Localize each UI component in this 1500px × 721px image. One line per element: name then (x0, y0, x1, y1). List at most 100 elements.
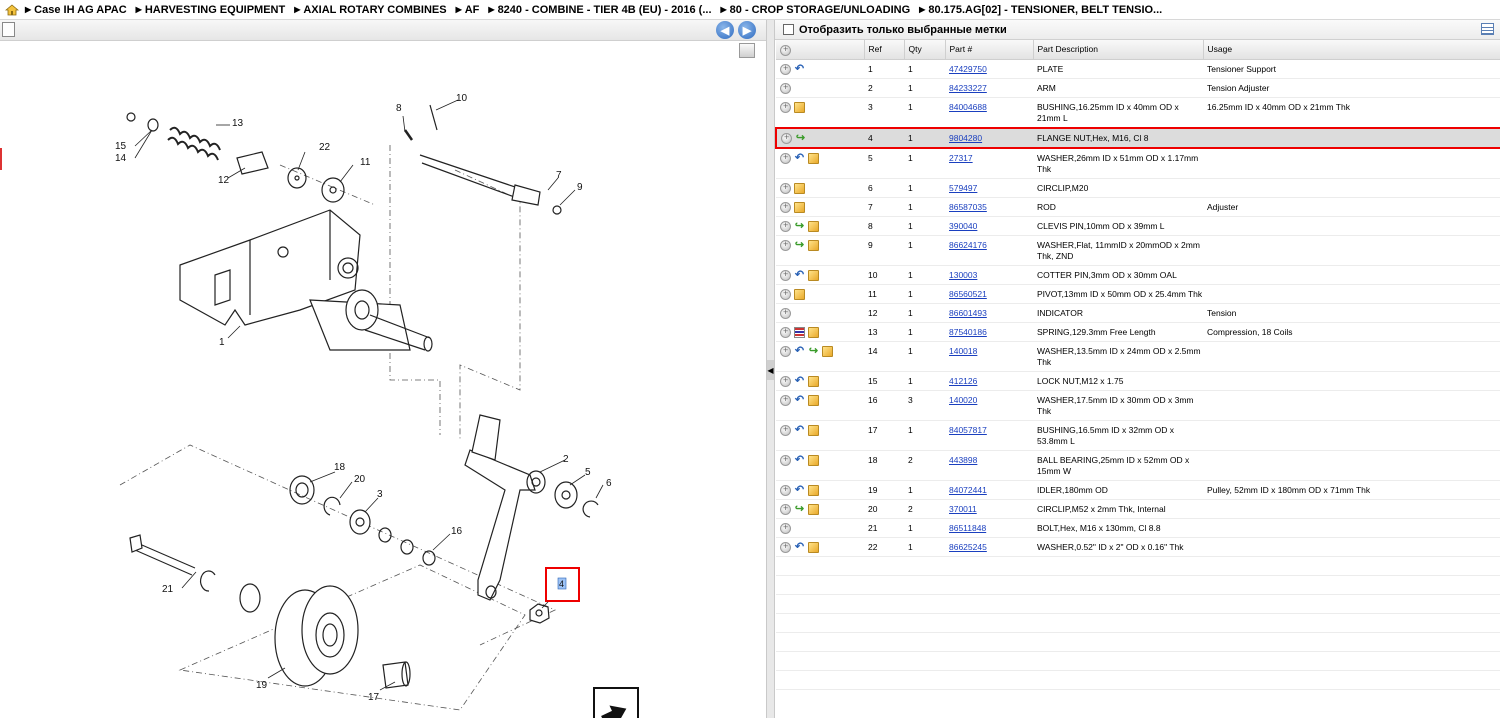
column-header-ref[interactable]: Ref (864, 40, 905, 60)
zoom-button[interactable] (739, 43, 755, 58)
replaced-part-icon[interactable]: ↶ (794, 540, 805, 553)
part-number-link[interactable]: 140018 (949, 345, 978, 356)
replaced-part-icon[interactable]: ↶ (794, 374, 805, 387)
kit-box-icon[interactable] (808, 220, 819, 232)
page-icon[interactable] (2, 22, 15, 37)
part-number-link[interactable]: 370011 (949, 503, 977, 514)
add-to-cart-icon[interactable] (780, 345, 791, 357)
replaced-part-icon[interactable]: ↶ (794, 483, 805, 496)
add-to-cart-icon[interactable] (780, 82, 791, 94)
part-number-link[interactable]: 443898 (949, 454, 978, 465)
kit-box-icon[interactable] (808, 239, 819, 251)
part-number-link[interactable]: 390040 (949, 220, 978, 231)
add-to-cart-icon[interactable] (780, 239, 791, 251)
kit-box-icon[interactable] (808, 503, 819, 515)
substitution-icon[interactable]: ↪ (795, 131, 806, 144)
substitution-icon[interactable]: ↪ (794, 238, 805, 251)
pane-splitter[interactable]: ◀ (766, 20, 775, 718)
kit-box-icon[interactable] (808, 484, 819, 496)
add-to-cart-icon[interactable] (780, 220, 791, 232)
add-to-cart-icon[interactable] (780, 541, 791, 553)
part-number-link[interactable]: 9804280 (949, 132, 983, 143)
kit-box-icon[interactable] (808, 375, 819, 387)
column-header-description[interactable]: Part Description (1033, 40, 1204, 60)
add-to-cart-icon[interactable] (780, 201, 791, 213)
replaced-part-icon[interactable]: ↶ (794, 62, 805, 75)
replaced-part-icon[interactable]: ↶ (794, 151, 805, 164)
replaced-part-icon[interactable]: ↶ (794, 268, 805, 281)
part-number-link[interactable]: 27317 (949, 152, 973, 163)
breadcrumb-item[interactable]: ▶HARVESTING EQUIPMENT (136, 4, 286, 16)
part-number-link[interactable]: 86624176 (949, 239, 987, 250)
breadcrumb-item[interactable]: ▶80.175.AG[02] - TENSIONER, BELT TENSIO.… (919, 4, 1162, 16)
add-to-cart-icon[interactable] (780, 307, 791, 319)
part-number-link[interactable]: 86625245 (949, 541, 987, 552)
breadcrumb-item[interactable]: ▶AF (456, 4, 480, 16)
kit-box-icon[interactable] (794, 288, 805, 300)
add-to-cart-icon[interactable] (780, 394, 791, 406)
kit-box-icon[interactable] (808, 424, 819, 436)
column-header-qty[interactable]: Qty (904, 40, 946, 60)
column-header-part[interactable]: Part # (945, 40, 1034, 60)
part-number-link[interactable]: 86511848 (949, 522, 987, 533)
breadcrumb-item[interactable]: ▶Case IH AG APAC (25, 4, 127, 16)
column-header-usage[interactable]: Usage (1203, 40, 1500, 60)
kit-box-icon[interactable] (808, 541, 819, 553)
collapse-handle-icon[interactable]: ◀ (767, 360, 774, 380)
add-to-cart-icon[interactable] (780, 503, 791, 515)
part-number-link[interactable]: 84004688 (949, 101, 987, 112)
add-to-cart-icon[interactable] (780, 182, 791, 194)
grid-view-icon[interactable] (1481, 23, 1494, 35)
add-to-cart-icon[interactable] (780, 63, 791, 75)
kit-box-icon[interactable] (822, 345, 833, 357)
replaced-part-icon[interactable]: ↶ (794, 344, 805, 357)
add-to-cart-icon[interactable] (780, 454, 791, 466)
part-number-link[interactable]: 130003 (949, 269, 978, 280)
substitution-icon[interactable]: ↪ (794, 502, 805, 515)
substitution-icon[interactable]: ↪ (794, 219, 805, 232)
add-to-cart-icon[interactable] (780, 288, 791, 300)
kit-box-icon[interactable] (808, 152, 819, 164)
kit-box-icon[interactable] (794, 182, 805, 194)
part-number-link[interactable]: 86560521 (949, 288, 987, 299)
add-to-cart-icon[interactable] (781, 132, 792, 144)
breadcrumb-item[interactable]: ▶80 - CROP STORAGE/UNLOADING (721, 4, 911, 16)
part-number-link[interactable]: 86587035 (949, 201, 987, 212)
show-selected-only-checkbox[interactable] (783, 24, 794, 35)
add-to-cart-icon[interactable] (780, 152, 791, 164)
add-to-cart-icon[interactable] (780, 375, 791, 387)
breadcrumb-item[interactable]: ▶AXIAL ROTARY COMBINES (294, 4, 446, 16)
part-number-link[interactable]: 47429750 (949, 63, 987, 74)
back-button[interactable]: ◀ (716, 21, 734, 39)
add-to-cart-icon[interactable] (780, 484, 791, 496)
part-number-link[interactable]: 84072441 (949, 484, 987, 495)
part-number-link[interactable]: 86601493 (949, 307, 987, 318)
replaced-part-icon[interactable]: ↶ (794, 393, 805, 406)
part-number-link[interactable]: 84057817 (949, 424, 987, 435)
add-to-cart-icon[interactable] (780, 522, 791, 534)
part-number-link[interactable]: 412126 (949, 375, 978, 386)
replaced-part-icon[interactable]: ↶ (794, 423, 805, 436)
add-to-cart-icon[interactable] (780, 101, 791, 113)
part-number-link[interactable]: 140020 (949, 394, 978, 405)
